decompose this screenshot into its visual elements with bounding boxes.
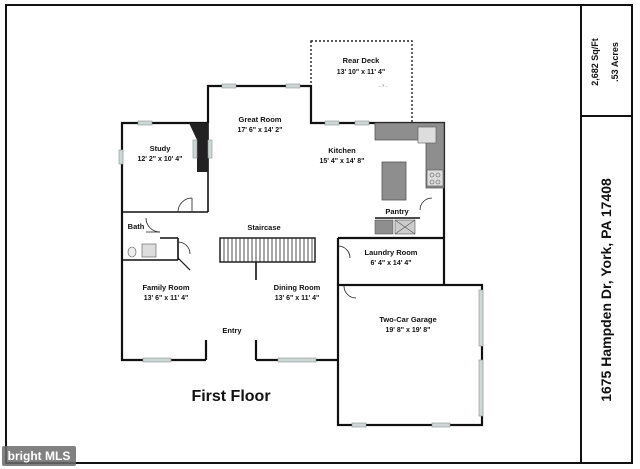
stove-top bbox=[426, 169, 444, 187]
deck-arrow: ←?→ bbox=[378, 83, 388, 88]
hall-door bbox=[177, 257, 191, 271]
bath-door bbox=[145, 217, 161, 233]
rear-deck-dims: 13' 10" x 11' 4" bbox=[337, 69, 386, 76]
brightmls-watermark: bright MLS bbox=[2, 446, 76, 466]
bath-sink bbox=[141, 243, 157, 258]
garage-name: Two-Car Garage bbox=[379, 315, 436, 324]
study-door bbox=[177, 197, 193, 213]
great-room-name: Great Room bbox=[239, 115, 282, 124]
window bbox=[277, 357, 317, 363]
toilet bbox=[127, 246, 137, 258]
entry-name: Entry bbox=[222, 326, 242, 335]
page-border bbox=[5, 4, 633, 464]
window bbox=[431, 422, 451, 428]
laundry-name: Laundry Room bbox=[365, 248, 418, 257]
family-room-dims: 13' 6" x 11' 4" bbox=[144, 295, 189, 302]
family-room-name: Family Room bbox=[142, 283, 189, 292]
bath-name: Bath bbox=[128, 222, 145, 231]
watermark-text: bright MLS bbox=[8, 449, 71, 463]
fridge bbox=[374, 219, 394, 235]
staircase-name: Staircase bbox=[247, 223, 280, 232]
rear-deck-outline bbox=[310, 40, 413, 124]
window bbox=[285, 83, 301, 89]
garage-door bbox=[478, 359, 484, 417]
window bbox=[221, 83, 237, 89]
garage-dims: 19' 8" x 19' 8" bbox=[386, 327, 431, 334]
window bbox=[354, 120, 370, 126]
floor-title: First Floor bbox=[191, 388, 270, 405]
study-name: Study bbox=[150, 144, 172, 153]
rear-deck-name: Rear Deck bbox=[343, 56, 381, 65]
dining-room-dims: 13' 6" x 11' 4" bbox=[275, 295, 320, 302]
garage-door bbox=[478, 289, 484, 347]
acres-label: .53 Acres bbox=[610, 42, 620, 82]
kitchen-sink bbox=[417, 126, 437, 144]
pantry-door bbox=[419, 197, 433, 211]
garage-walls bbox=[336, 283, 484, 427]
address-label: 1675 Hampden Dr, York, PA 17408 bbox=[598, 178, 614, 402]
entry-opening bbox=[206, 340, 256, 362]
window bbox=[324, 120, 340, 126]
window bbox=[142, 357, 172, 363]
window bbox=[137, 120, 153, 126]
study-dims: 12' 2" x 10' 4" bbox=[138, 156, 183, 163]
laundry-dims: 6' 4" x 14' 4" bbox=[370, 260, 411, 267]
window bbox=[351, 422, 367, 428]
kitchen-dims: 15' 4" x 14' 8" bbox=[320, 158, 365, 165]
kitchen-name: Kitchen bbox=[328, 146, 356, 155]
window bbox=[192, 139, 198, 159]
great-room-wall bbox=[206, 84, 375, 125]
dining-room-name: Dining Room bbox=[274, 283, 321, 292]
staircase-steps bbox=[219, 237, 316, 263]
window bbox=[118, 149, 124, 165]
pantry-name: Pantry bbox=[385, 207, 409, 216]
fireplace bbox=[189, 123, 208, 172]
window bbox=[207, 139, 213, 159]
laundry-door bbox=[337, 245, 351, 259]
great-room-dims: 17' 6" x 14' 2" bbox=[238, 127, 283, 134]
kitchen-island bbox=[381, 161, 407, 201]
sqft-label: 2,682 Sq/Ft bbox=[590, 38, 600, 86]
garage-entry-door bbox=[343, 285, 357, 299]
